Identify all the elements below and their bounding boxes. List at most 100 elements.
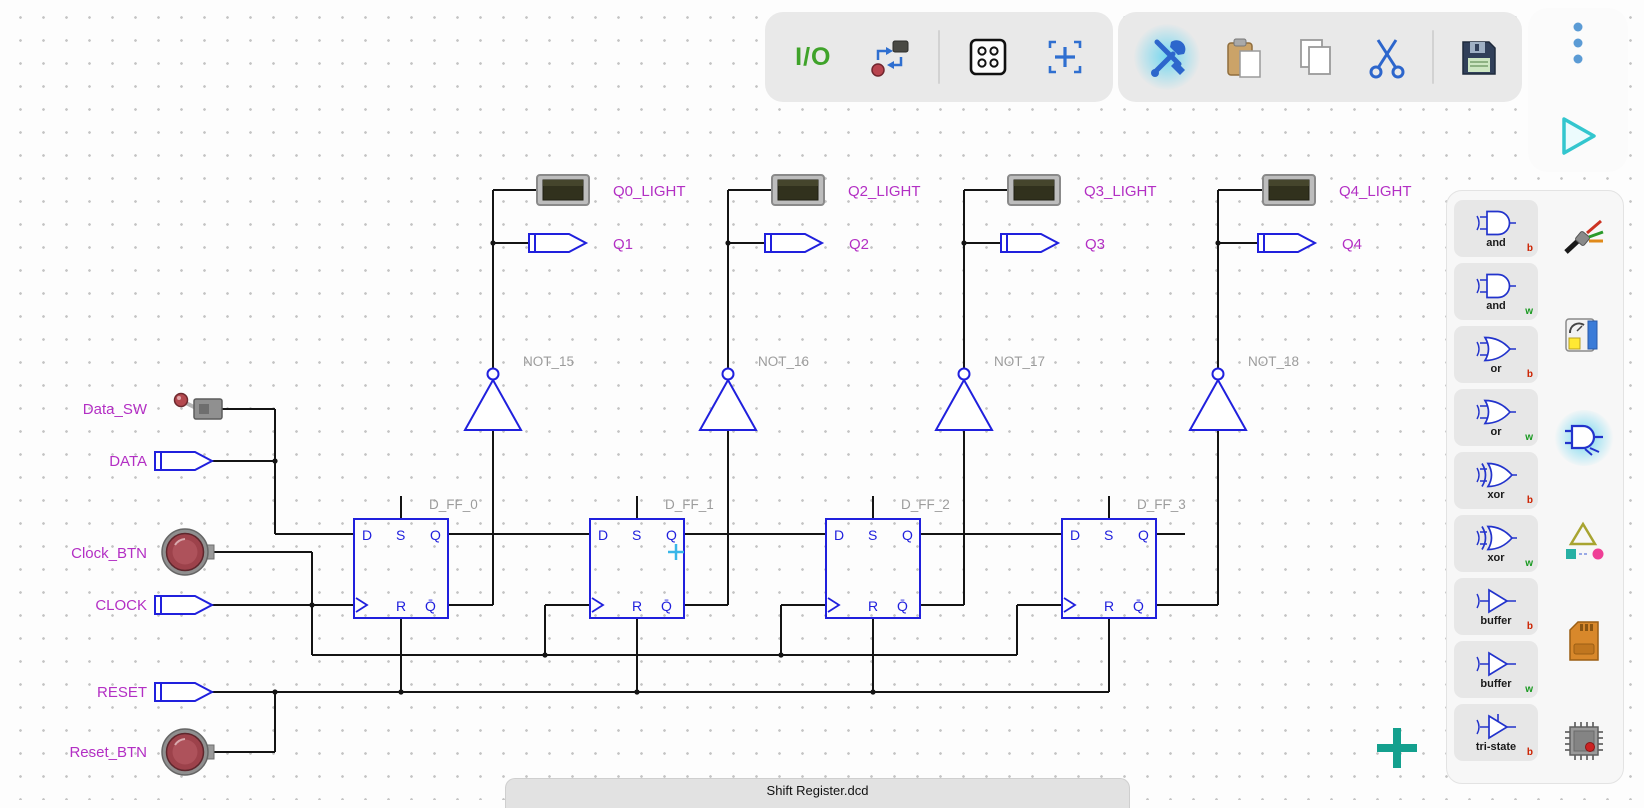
run-simulation-button[interactable] (1550, 108, 1606, 164)
meter-icon (1565, 317, 1598, 352)
flip-flop-d-ff-0[interactable]: D S Q R Q̄ D_FF_0 (353, 497, 478, 619)
palette-categories (1545, 191, 1623, 783)
center-view-button[interactable] (1037, 27, 1093, 87)
pin-d: D (834, 527, 844, 543)
paste-button[interactable] (1216, 27, 1272, 87)
button-highlight (174, 538, 186, 546)
led-label: Q3_LIGHT (1084, 183, 1157, 200)
led-q2-light[interactable]: Q2_LIGHT (771, 174, 921, 206)
input-pin-data[interactable]: DATA (109, 451, 215, 471)
copy-pages-icon (1300, 39, 1331, 75)
palette-item-label: tri-state (1475, 741, 1517, 753)
save-button[interactable] (1450, 27, 1506, 87)
not-gate-17[interactable]: NOT_17 (934, 354, 1045, 431)
copy-button[interactable] (1288, 27, 1344, 87)
sensor-tools-button[interactable] (862, 27, 918, 87)
pin-r: R (868, 598, 878, 614)
hierarchy-category-button[interactable] (1559, 518, 1609, 566)
output-pin-q4[interactable]: Q4 (1257, 233, 1362, 253)
led-q0-light[interactable]: Q0_LIGHT (536, 174, 686, 206)
buffer-gate-icon (1476, 651, 1516, 677)
palette-item-label: xor (1487, 489, 1505, 501)
pin-q: Q (902, 527, 913, 543)
wire-splitter-category-button[interactable] (1559, 211, 1609, 259)
led-label: Q0_LIGHT (613, 183, 686, 200)
logic-gates-category-button[interactable] (1554, 410, 1614, 467)
plus-icon (1377, 728, 1417, 768)
output-pin-label: Q4 (1342, 236, 1362, 253)
play-icon (1562, 117, 1596, 155)
cut-button[interactable] (1360, 27, 1416, 87)
flip-flop-d-ff-3[interactable]: D S Q R Q̄ D_FF_3 (1061, 497, 1186, 619)
toggle-switch-data-sw[interactable]: Data_SW (83, 392, 223, 420)
output-pin-q2[interactable]: Q2 (764, 233, 869, 253)
clock-pin-marker (591, 597, 605, 613)
flip-flop-d-ff-2[interactable]: D S Q R Q̄ D_FF_2 (825, 497, 950, 619)
not-gate-16[interactable]: NOT_16 (698, 354, 809, 431)
not-gate-18[interactable]: NOT_18 (1188, 354, 1299, 431)
palette-item-or-w[interactable]: or w (1454, 389, 1538, 446)
gate-list: and b and w or b (1447, 191, 1545, 783)
led-screen-highlight (1014, 180, 1054, 186)
palette-item-badge: b (1526, 621, 1533, 632)
led-screen-highlight (778, 180, 818, 186)
not-gate-label: NOT_16 (758, 354, 809, 369)
wire-reset (208, 618, 1110, 753)
input-pin-reset[interactable]: RESET (97, 682, 215, 702)
push-button-clock-btn[interactable]: Clock_BTN (71, 528, 215, 576)
led-q4-light[interactable]: Q4_LIGHT (1262, 174, 1412, 206)
tri-state-gate-icon (1476, 714, 1516, 740)
led-label: Q2_LIGHT (848, 183, 921, 200)
output-pin-q1[interactable]: Q1 (528, 233, 633, 253)
overflow-menu-button[interactable] (1550, 18, 1606, 68)
palette-item-xor-b[interactable]: xor b (1454, 452, 1538, 509)
instruments-category-button[interactable] (1559, 311, 1609, 359)
button-label: Clock_BTN (71, 545, 147, 562)
wire-s-stubs (400, 496, 1110, 519)
xor-gate-icon (1476, 462, 1517, 488)
palette-item-or-b[interactable]: or b (1454, 326, 1538, 383)
palette-item-buffer-w[interactable]: buffer w (1454, 641, 1538, 698)
pin-q: Q (666, 527, 677, 543)
palette-item-and-w[interactable]: and w (1454, 263, 1538, 320)
wire-not-outputs (492, 190, 1219, 369)
or-gate-icon (1476, 336, 1516, 362)
add-component-button[interactable] (1372, 723, 1422, 773)
flip-flop-d-ff-1[interactable]: D S Q R Q̄ D_FF_1 (589, 497, 714, 619)
pin-qbar: Q̄ (661, 598, 672, 614)
clock-pin-marker (827, 597, 841, 613)
palette-item-label: or (1490, 426, 1502, 438)
led-q3-light[interactable]: Q3_LIGHT (1007, 174, 1157, 206)
palette-item-xor-w[interactable]: xor w (1454, 515, 1538, 572)
io-tools-button[interactable]: I/O (785, 27, 841, 87)
palette-item-buffer-b[interactable]: buffer b (1454, 578, 1538, 635)
microcontroller-category-button[interactable] (1559, 717, 1609, 765)
flip-flop-label: D_FF_2 (901, 497, 950, 512)
palette-item-tri-state-b[interactable]: tri-state b (1454, 704, 1538, 761)
input-pin-clock[interactable]: CLOCK (95, 595, 215, 615)
toolbar-components: I/O (765, 12, 1113, 102)
tools-button[interactable] (1134, 24, 1200, 90)
file-tab[interactable]: Shift Register.dcd (505, 778, 1130, 808)
paste-clipboard-icon (1227, 38, 1261, 78)
pin-r: R (1104, 598, 1114, 614)
wires[interactable] (208, 189, 1263, 753)
push-button-reset-btn[interactable]: Reset_BTN (69, 728, 215, 776)
wire-data (212, 408, 354, 535)
buffer-gate-icon (1476, 588, 1516, 614)
not-gate-15[interactable]: NOT_15 (463, 354, 574, 431)
button-highlight (174, 738, 186, 746)
corner-panel (1528, 8, 1628, 172)
toolbar-separator (937, 30, 940, 84)
sd-card-category-button[interactable] (1559, 617, 1609, 665)
pin-q: Q (1138, 527, 1149, 543)
flip-flop-label: D_FF_1 (665, 497, 714, 512)
output-pin-q3[interactable]: Q3 (1000, 233, 1105, 253)
clock-pin-marker (355, 597, 369, 613)
palette-item-and-b[interactable]: and b (1454, 200, 1538, 257)
center-crosshair-icon (1048, 40, 1081, 74)
palette-item-badge: w (1525, 558, 1533, 569)
pin-q: Q (430, 527, 441, 543)
chip-dip-button[interactable] (960, 27, 1016, 87)
